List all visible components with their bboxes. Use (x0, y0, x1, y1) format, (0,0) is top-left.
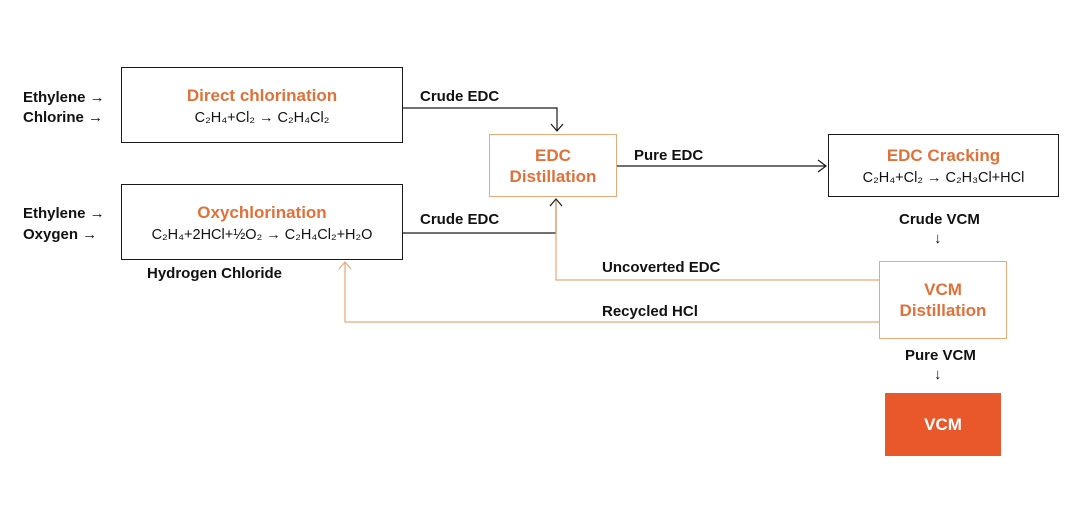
edc-distillation-title-line2: Distillation (509, 166, 597, 186)
edc-distillation-box: EDC Distillation (489, 134, 617, 197)
edc-return-arrowhead (549, 198, 563, 207)
edc-cracking-box: EDC Cracking C₂H₄+Cl₂ → C₂H₃Cl+HCl (828, 134, 1059, 197)
vcm-distillation-box: VCM Distillation (879, 261, 1007, 339)
crude-edc-label-top: Crude EDC (420, 88, 500, 105)
direct-chlorination-box: Direct chlorination C₂H₄+Cl₂ → C₂H₄Cl₂ (121, 67, 403, 143)
edc-cracking-title: EDC Cracking (886, 146, 1001, 165)
vcm-product-box: VCM (885, 393, 1001, 456)
crude-edc-top-connector (403, 107, 558, 131)
input-chlorine: Chlorine → (23, 109, 104, 126)
oxychlorination-title: Oxychlorination (197, 202, 327, 222)
oxychlorination-box: Oxychlorination C₂H₄+2HCl+½O₂ → C₂H₄Cl₂+… (121, 184, 403, 260)
edc-cracking-formula: C₂H₄+Cl₂ → C₂H₃Cl+HCl (862, 170, 1025, 186)
pure-edc-arrowhead (817, 159, 827, 173)
crude-vcm-label: Crude VCM (899, 211, 980, 228)
crude-edc-label-bottom: Crude EDC (420, 211, 500, 228)
oxychlorination-formula: C₂H₄+2HCl+½O₂ → C₂H₄Cl₂+H₂O (151, 226, 373, 243)
vcm-distillation-title-line2: Distillation (899, 301, 987, 320)
unconverted-edc-label: Uncoverted EDC (602, 259, 721, 276)
crude-vcm-arrow: ↓ (934, 230, 942, 247)
recycled-hcl-arrowhead (338, 261, 352, 270)
pure-edc-label: Pure EDC (634, 147, 704, 164)
recycled-hcl-label: Recycled HCl (602, 303, 698, 320)
vcm-product-title: VCM (924, 415, 962, 434)
vcm-distillation-title-line1: VCM (924, 280, 962, 299)
edc-distillation-title-line1: EDC (535, 145, 571, 165)
input-oxygen: Oxygen → (23, 226, 98, 243)
hydrogen-chloride-label: Hydrogen Chloride (147, 265, 283, 282)
input-ethylene-direct: Ethylene → (23, 89, 105, 106)
pure-vcm-label: Pure VCM (905, 347, 976, 364)
direct-chlorination-title: Direct chlorination (186, 85, 338, 105)
direct-chlorination-formula: C₂H₄+Cl₂ → C₂H₄Cl₂ (194, 109, 330, 126)
input-ethylene-oxy: Ethylene → (23, 205, 105, 222)
pure-vcm-arrow: ↓ (934, 366, 942, 383)
crude-edc-top-arrowhead (550, 123, 564, 132)
